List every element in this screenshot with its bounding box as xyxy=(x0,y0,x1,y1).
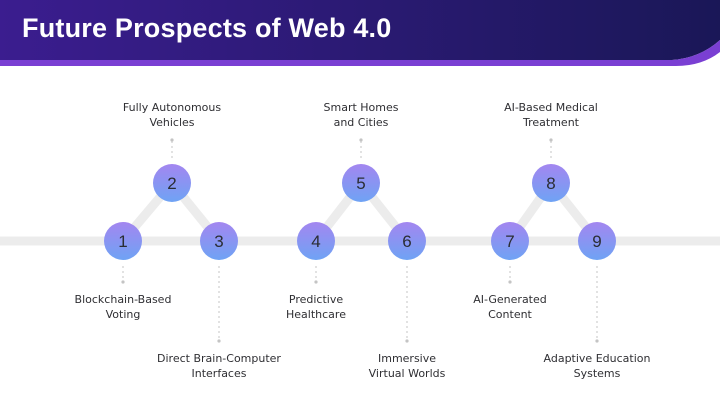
leader-dot-7 xyxy=(508,280,512,284)
header-band xyxy=(0,0,720,60)
node-number-5: 5 xyxy=(356,174,365,193)
node-circle-4 xyxy=(297,222,335,260)
node-number-1: 1 xyxy=(118,232,127,251)
node-circle-5 xyxy=(342,164,380,202)
node-label-line: Smart Homes xyxy=(323,101,399,114)
leader-dot-2 xyxy=(170,138,174,142)
node-label-line: Immersive xyxy=(377,352,437,365)
node-circle-6 xyxy=(388,222,426,260)
header-accent-stripe xyxy=(0,40,720,66)
node-label-line: Interfaces xyxy=(191,367,247,380)
page-title: Future Prospects of Web 4.0 xyxy=(22,13,392,43)
node-circle-1 xyxy=(104,222,142,260)
node-circle-2 xyxy=(153,164,191,202)
node-number-6: 6 xyxy=(402,232,411,251)
node-number-7: 7 xyxy=(505,232,514,251)
node-number-9: 9 xyxy=(592,232,601,251)
node-number-3: 3 xyxy=(214,232,223,251)
node-label-line: Direct Brain-Computer xyxy=(157,352,281,365)
node-number-8: 8 xyxy=(546,174,555,193)
node-label-5: Smart Homes and Cities xyxy=(276,100,446,130)
node-label-line: Adaptive Education xyxy=(543,352,651,365)
node-label-line: Blockchain-Based xyxy=(74,293,172,306)
node-label-line: Content xyxy=(488,308,532,321)
node-label-line: Vehicles xyxy=(149,116,195,129)
node-label-line: AI-Generated xyxy=(473,293,547,306)
leader-dot-5 xyxy=(359,138,363,142)
node-circle-9 xyxy=(578,222,616,260)
node-label-line: Fully Autonomous xyxy=(122,101,222,114)
node-label-line: and Cities xyxy=(333,116,389,129)
node-label-line: Virtual Worlds xyxy=(368,367,446,380)
leader-dot-3 xyxy=(217,339,221,343)
header-banner: Future Prospects of Web 4.0 xyxy=(0,0,720,66)
node-label-line: Voting xyxy=(105,308,141,321)
node-label-line: AI-Based Medical xyxy=(504,101,598,114)
leader-dot-4 xyxy=(314,280,318,284)
node-label-line: Healthcare xyxy=(286,308,346,321)
node-circle-7 xyxy=(491,222,529,260)
node-label-line: Predictive xyxy=(288,293,344,306)
header-background xyxy=(0,0,720,66)
leader-dot-6 xyxy=(405,339,409,343)
node-circle-3 xyxy=(200,222,238,260)
leader-dot-9 xyxy=(595,339,599,343)
node-number-4: 4 xyxy=(311,232,320,251)
node-number-2: 2 xyxy=(167,174,176,193)
node-label-line: Systems xyxy=(573,367,621,380)
node-label-line: Treatment xyxy=(523,116,579,129)
leader-dot-8 xyxy=(549,138,553,142)
node-circle-8 xyxy=(532,164,570,202)
leader-dot-1 xyxy=(121,280,125,284)
